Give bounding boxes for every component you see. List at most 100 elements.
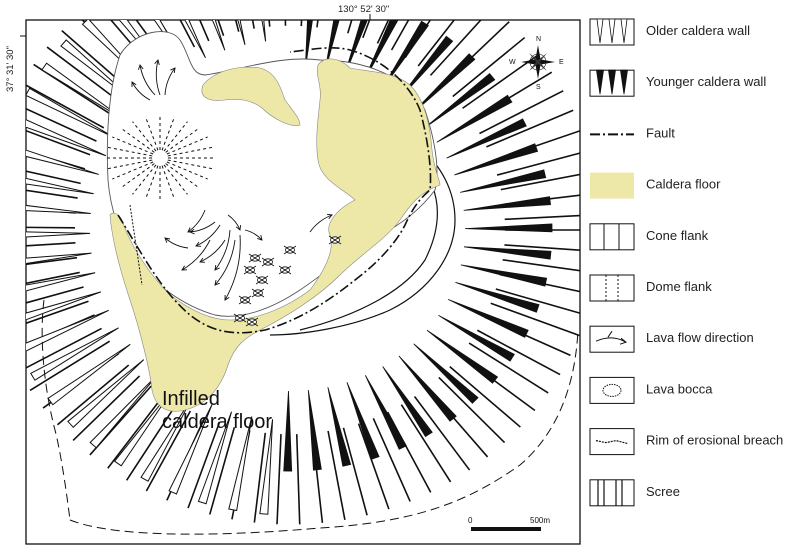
flank-line [125, 403, 178, 481]
older-wall-wedge [211, 20, 226, 51]
lava-flow-arrowhead [224, 294, 230, 301]
cone-flank-icon [589, 223, 635, 251]
lava-flow-arrowhead [137, 64, 144, 70]
older-wall-wedge [26, 291, 102, 321]
lava-flow-arrow [214, 239, 236, 286]
lava-flow-arrowhead [170, 67, 176, 74]
dome-dash [112, 136, 154, 155]
younger-wall-wedge [379, 20, 429, 93]
lava-flow-arrowhead [235, 224, 242, 231]
older-wall-wedge [261, 20, 267, 42]
compass-n: N [536, 36, 541, 43]
flank-line [413, 396, 471, 471]
younger-wall-wedge [424, 73, 496, 128]
outer-flank-boundary-west [41, 299, 71, 521]
lava-bocca-symbol [251, 288, 265, 298]
flank-line [56, 364, 130, 426]
scale-bar: 0 500m [468, 516, 550, 531]
flank-line [429, 20, 482, 76]
dome-dash [163, 164, 188, 195]
flank-line [26, 271, 80, 285]
lava-flow-arrow [164, 67, 176, 96]
flank-line [468, 342, 549, 394]
flank-line [417, 20, 456, 67]
younger-wall-wedge [454, 143, 539, 176]
flank-line [372, 417, 411, 502]
flank-line [26, 327, 102, 369]
legend-label: Younger caldera wall [646, 74, 766, 89]
older-wall-wedge [26, 309, 109, 352]
older-wall-wedge [67, 359, 145, 429]
lava-bocca-symbol [261, 257, 275, 267]
older-wall-wedge [26, 87, 116, 139]
compass-w: W [509, 59, 516, 66]
flank-line [26, 256, 78, 266]
flank-line [26, 242, 76, 247]
flank-line [496, 152, 580, 176]
lava-bocca-symbol [243, 265, 257, 275]
younger-caldera-wall [283, 20, 553, 472]
lava-bocca-symbol [245, 317, 259, 327]
younger-wall-wedge [446, 118, 527, 159]
flank-line [26, 226, 76, 229]
flank-line [26, 107, 97, 142]
flank-line [295, 434, 301, 525]
flank-line [486, 109, 574, 148]
younger-wall-wedge [398, 355, 457, 422]
dome-dash [132, 121, 157, 152]
compass-e: E [559, 59, 564, 66]
flank-line [376, 20, 390, 44]
lava-flow-icon [589, 325, 635, 353]
younger-wall-wedge [455, 282, 540, 313]
older-wall-icon [589, 18, 635, 46]
younger-wall-wedge [343, 20, 368, 78]
caldera-floor-patch-north [201, 66, 301, 126]
flank-line [26, 300, 89, 325]
older-wall-wedge [140, 395, 194, 482]
flank-line [504, 244, 580, 252]
younger-wall-wedge [460, 264, 548, 287]
flank-line [179, 20, 196, 48]
younger-wall-wedge [327, 387, 352, 467]
dome-dash [132, 164, 157, 195]
erosional-breach-icon [589, 428, 635, 456]
older-wall-wedge [89, 373, 160, 449]
lava-bocca-symbol [238, 295, 252, 305]
caldera-floor-main [109, 58, 441, 412]
compass-rose-icon: N S E W [509, 36, 564, 91]
flank-line [46, 46, 122, 104]
lava-flow-arrow [244, 229, 263, 241]
coord-top-label: 130° 52' 30" [338, 4, 389, 15]
flank-line [449, 366, 521, 428]
older-wall-wedge [30, 327, 119, 381]
flank-line [438, 376, 506, 444]
younger-wall-wedge [460, 169, 547, 193]
older-wall-wedge [26, 119, 107, 157]
flank-line [490, 302, 580, 337]
lava-flow-arrow [131, 81, 151, 101]
younger-wall-crescent [299, 184, 438, 331]
legend-label: Fault [646, 125, 675, 140]
flank-line [479, 90, 564, 135]
flank-line [476, 329, 561, 376]
lava-flow-arrow [187, 209, 206, 233]
lava-flow-arrowhead [154, 59, 160, 65]
dome-dash [120, 127, 155, 153]
younger-wall-wedge [413, 343, 479, 404]
legend-label: Lava flow direction [646, 330, 754, 345]
younger-wall-wedge [364, 375, 407, 450]
dome-dash [167, 159, 214, 170]
dome-dash [163, 121, 188, 152]
lava-flow-arrowhead [187, 227, 194, 233]
lava-flow-arrows [131, 59, 333, 301]
legend-label: Dome flank [646, 279, 712, 294]
older-wall-wedge [184, 20, 206, 59]
younger-wall-wedge [464, 223, 553, 233]
erosional-breach-rim [129, 204, 143, 286]
dome-flank [105, 116, 215, 200]
flank-line [495, 288, 580, 315]
older-wall-wedge [26, 231, 91, 238]
dome-flank-icon [589, 274, 635, 302]
scale-end: 500m [530, 516, 550, 525]
